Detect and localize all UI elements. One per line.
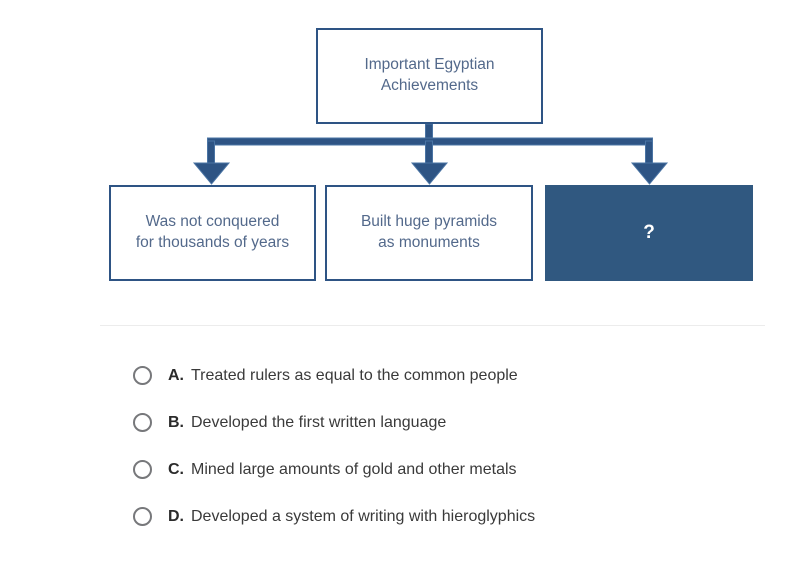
answer-letter-d: D. [168, 507, 184, 525]
section-divider [100, 325, 765, 326]
answer-option-a[interactable]: A. Treated rulers as equal to the common… [0, 352, 805, 399]
answer-letter-b: B. [168, 413, 184, 431]
connector-arrow-right [630, 140, 669, 185]
radio-button-icon[interactable] [133, 413, 152, 432]
diagram-root-label: Important Egyptian Achievements [364, 56, 495, 94]
connector-arrow-left [192, 140, 231, 185]
diagram-child-node-2: Built huge pyramids as monuments [325, 185, 533, 281]
diagram-child-node-missing: ? [545, 185, 753, 281]
diagram-question-mark-label: ? [643, 222, 655, 244]
answer-letter-c: C. [168, 460, 184, 478]
radio-button-icon[interactable] [133, 507, 152, 526]
answer-option-c[interactable]: C. Mined large amounts of gold and other… [0, 446, 805, 493]
answer-text-b: Developed the first written language [191, 413, 447, 431]
diagram-child-label-2: Built huge pyramids as monuments [360, 213, 498, 251]
radio-button-icon[interactable] [133, 366, 152, 385]
answer-option-d[interactable]: D. Developed a system of writing with hi… [0, 493, 805, 540]
answer-text-d: Developed a system of writing with hiero… [191, 507, 536, 525]
diagram-child-node-1: Was not conquered for thousands of years [109, 185, 316, 281]
flowchart-connectors [192, 123, 669, 185]
flowchart-diagram: Important Egyptian Achievements Was not … [109, 28, 753, 281]
answer-option-b[interactable]: B. Developed the first written language [0, 399, 805, 446]
answer-text-c: Mined large amounts of gold and other me… [191, 460, 517, 478]
connector-arrow-middle [410, 140, 449, 185]
diagram-root-node: Important Egyptian Achievements [316, 28, 543, 124]
answer-options-list: A. Treated rulers as equal to the common… [0, 352, 805, 540]
answer-text-a: Treated rulers as equal to the common pe… [191, 366, 518, 384]
radio-button-icon[interactable] [133, 460, 152, 479]
diagram-child-label-1: Was not conquered for thousands of years [135, 213, 290, 251]
answer-letter-a: A. [168, 366, 184, 384]
